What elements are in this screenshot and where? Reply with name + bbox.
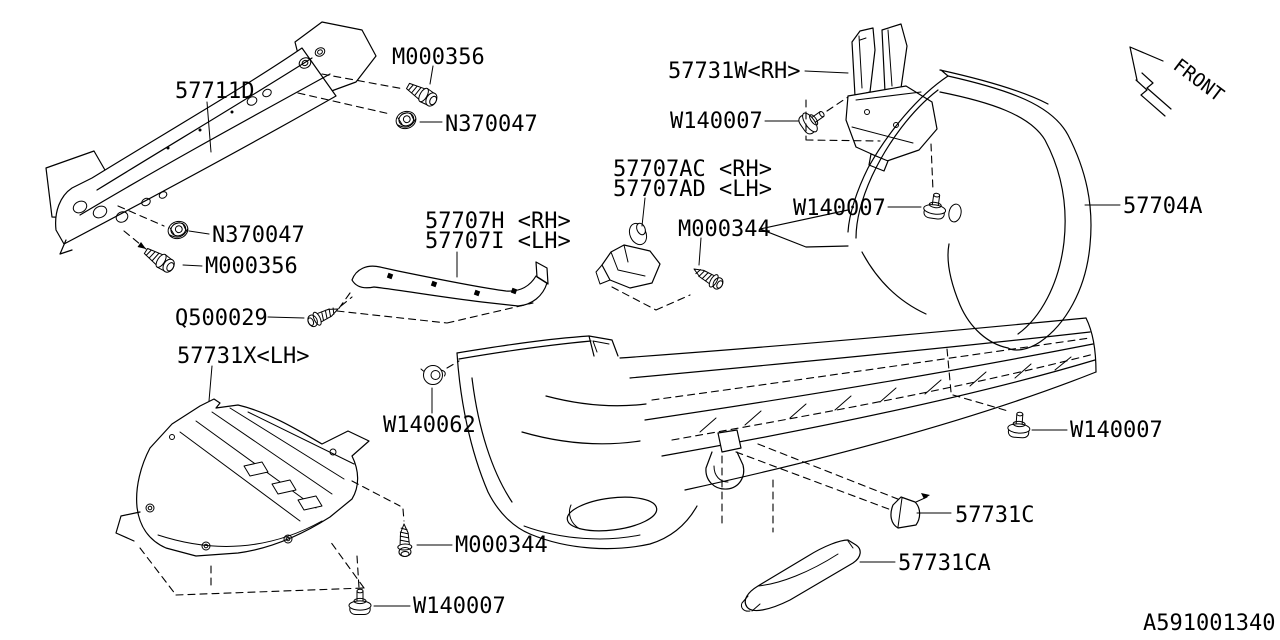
label-m000344-bottom: M000344 [455, 533, 548, 558]
label-q500029: Q500029 [175, 306, 268, 331]
bolt-m000356-top-icon [403, 79, 440, 109]
nut-n370047-left-icon [165, 218, 191, 242]
front-direction-label: FRONT [1169, 54, 1228, 106]
label-m000356-left: M000356 [205, 254, 298, 279]
clip-w140007-right-icon [1006, 410, 1032, 439]
label-57707i: 57707I <LH> [425, 229, 571, 254]
label-57731c: 57731C [955, 503, 1034, 528]
part-labels: 57711D M000356 N370047 N370047 M000356 Q… [175, 45, 1275, 636]
beam-57711d-drawing [45, 21, 405, 255]
label-57731w: 57731W<RH> [668, 59, 800, 84]
label-w140007-bottom: W140007 [413, 594, 506, 619]
label-n370047-top: N370047 [445, 112, 538, 137]
label-w140062: W140062 [383, 413, 476, 438]
undercover-57731x-drawing [115, 398, 405, 596]
label-57731ca: 57731CA [898, 551, 991, 576]
screw-q500029-icon [305, 302, 342, 330]
leader-lines [182, 65, 1121, 607]
label-m000356-top: M000356 [392, 45, 485, 70]
hook-cover-57731c-drawing [890, 493, 930, 529]
rail-57707-drawing [336, 261, 549, 324]
label-57711d: 57711D [175, 79, 254, 104]
screw-m000344-mid-icon [689, 262, 726, 293]
label-n370047-left: N370047 [212, 223, 305, 248]
label-57704a: 57704A [1123, 194, 1202, 219]
end-bracket-57707ac-drawing [595, 222, 691, 311]
screw-m000344-bottom-icon [396, 523, 413, 558]
label-w140007-right: W140007 [1070, 418, 1163, 443]
label-w140007-mid: W140007 [793, 196, 886, 221]
label-57707ac: 57707AC <RH> [613, 157, 772, 182]
clip-w140007-mid-icon [922, 191, 949, 221]
bolt-m000356-left-icon [141, 244, 178, 276]
clip-w140007-top-icon [795, 103, 831, 138]
clip-w140062-icon [420, 365, 446, 385]
label-w140007-top: W140007 [670, 109, 763, 134]
lower-cover-57731ca-drawing [741, 539, 861, 612]
label-m000344-mid: M000344 [678, 217, 771, 242]
bumper-lower-view-drawing [446, 317, 1097, 550]
label-57707ad: 57707AD <LH> [613, 177, 772, 202]
label-57731x: 57731X<LH> [177, 344, 309, 369]
drawing-number: A591001340 [1143, 611, 1275, 636]
nut-n370047-top-icon [393, 108, 419, 132]
label-57707h: 57707H <RH> [425, 209, 571, 234]
side-bracket-57731w-drawing [805, 23, 938, 192]
front-direction-arrow [1129, 46, 1172, 117]
bumper-face-57704a-drawing [759, 69, 1092, 351]
clip-w140007-bottom-icon [348, 588, 372, 615]
